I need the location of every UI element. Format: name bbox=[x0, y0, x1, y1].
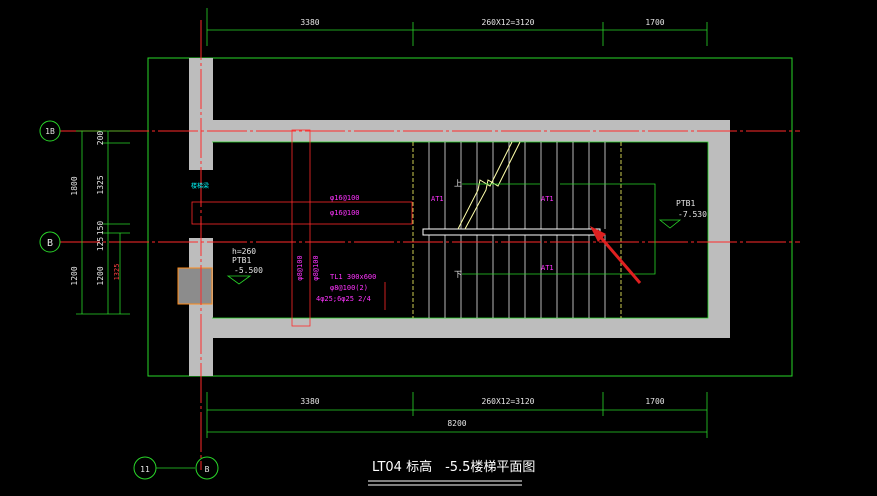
grid-bubble-b bbox=[39, 231, 61, 253]
top-dim-2: 260X12=3120 bbox=[482, 18, 535, 27]
left-dim-1325: 1325 bbox=[96, 175, 105, 194]
bottom-dim-1: 3380 bbox=[300, 397, 319, 406]
rebar-label-3: φ8@100 bbox=[296, 255, 304, 280]
ptb1-right-level: -7.530 bbox=[678, 210, 707, 219]
top-dim-3: 1700 bbox=[645, 18, 664, 27]
rebar-label-2: φ16@100 bbox=[330, 209, 360, 217]
left-dim-125: 125 bbox=[96, 237, 105, 252]
left-dim-1325-red: 1325 bbox=[113, 264, 121, 281]
grid-bubble-b2 bbox=[195, 456, 219, 480]
grid-label-1b: 1B bbox=[45, 127, 55, 136]
wall-tag: 楼梯梁 bbox=[191, 182, 209, 190]
top-dim-1: 3380 bbox=[300, 18, 319, 27]
ptb1-left: PTB1 bbox=[232, 256, 251, 265]
grid-label-b2: B bbox=[205, 465, 210, 474]
left-dim-1200a: 1200 bbox=[96, 266, 105, 285]
ptb1-right: PTB1 bbox=[676, 199, 695, 208]
bottom-dimension-lines bbox=[206, 392, 708, 438]
bottom-dim-3: 1700 bbox=[645, 397, 664, 406]
outer-frame bbox=[147, 57, 793, 377]
top-dimension-lines bbox=[206, 8, 708, 46]
level-marker-right bbox=[658, 219, 682, 229]
annotation-arrow-head bbox=[590, 226, 606, 242]
walk-arrow-down bbox=[462, 183, 656, 275]
break-line-2 bbox=[464, 141, 521, 230]
grid-bubble-1b bbox=[39, 120, 61, 142]
left-wall-lower bbox=[189, 238, 213, 376]
left-dimension-lines bbox=[76, 130, 130, 315]
at1-label-b: AT1 bbox=[541, 195, 554, 203]
left-dim-1200b: 1200 bbox=[70, 266, 79, 285]
grid-label-11: 11 bbox=[140, 465, 150, 474]
bottom-total-dim: 8200 bbox=[447, 419, 466, 428]
tl1-line-2: φ8@100(2) bbox=[330, 284, 368, 292]
left-dim-1800: 1800 bbox=[70, 176, 79, 195]
beam-tl1-outline bbox=[291, 129, 311, 327]
stair-well-beam bbox=[422, 228, 601, 236]
at1-label-c: AT1 bbox=[541, 264, 554, 272]
break-line bbox=[457, 141, 513, 230]
grid-label-b: B bbox=[47, 238, 53, 249]
stair-treads bbox=[428, 142, 606, 318]
at1-label-a: AT1 bbox=[431, 195, 444, 203]
rebar-label-1: φ16@100 bbox=[330, 194, 360, 202]
drawing-title: LT04 标高 -5.5楼梯平面图 bbox=[372, 459, 535, 475]
left-dim-200: 200 bbox=[96, 131, 105, 146]
tl1-line-1: TL1 300x600 bbox=[330, 273, 376, 281]
column-block bbox=[177, 267, 213, 305]
bottom-dim-2: 260X12=3120 bbox=[482, 397, 535, 406]
up-label: 上 bbox=[454, 179, 462, 188]
down-label: 下 bbox=[454, 270, 462, 279]
beam-outline bbox=[191, 201, 413, 225]
rebar-label-4: φ8@100 bbox=[312, 255, 320, 280]
level-marker-left bbox=[226, 275, 252, 285]
ptb1-left-level: -5.500 bbox=[234, 266, 263, 275]
tl1-line-3: 4φ25;6φ25 2/4 bbox=[316, 295, 371, 303]
ptb1-left-h: h=260 bbox=[232, 247, 256, 256]
annotation-arrow-shaft bbox=[595, 232, 642, 284]
wall-inner-line bbox=[212, 141, 709, 319]
left-dim-150: 150 bbox=[96, 221, 105, 236]
